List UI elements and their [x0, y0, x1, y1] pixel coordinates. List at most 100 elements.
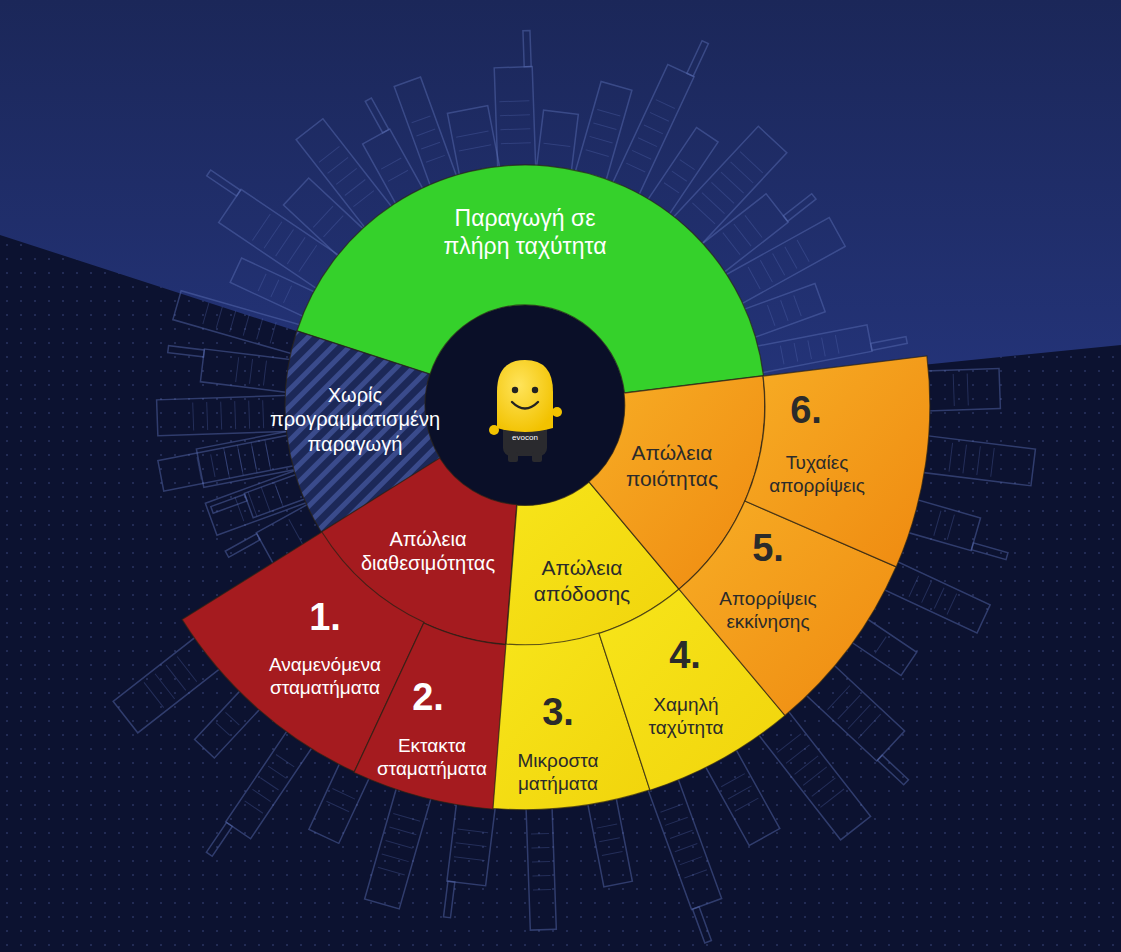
building-floor — [192, 403, 194, 431]
building-floor — [723, 233, 740, 255]
building-wall — [587, 796, 632, 887]
building-wall — [394, 77, 458, 190]
building-floor — [235, 497, 244, 521]
building-floor — [166, 665, 186, 690]
building-floor — [835, 335, 839, 354]
building-floor — [206, 402, 208, 430]
callout-number: 3. — [542, 689, 574, 735]
building-floor — [909, 576, 919, 597]
building-floor — [245, 801, 263, 813]
building-floor — [597, 109, 620, 116]
building-floor — [412, 116, 431, 123]
building-floor — [501, 143, 531, 144]
building-floor — [388, 170, 408, 181]
building-floor — [858, 714, 881, 738]
building-floor — [675, 843, 698, 851]
building-floor — [266, 444, 270, 467]
building-floor — [260, 778, 278, 790]
building-floor — [777, 734, 801, 752]
segment-label: Απώλεια διαθεσιμότητας — [343, 527, 513, 576]
building-floor — [248, 492, 257, 516]
building-floor — [586, 150, 609, 157]
building-floor — [313, 206, 333, 227]
building-floor — [827, 686, 850, 710]
mascot-head — [497, 360, 553, 432]
building-floor — [794, 343, 798, 362]
chimney — [693, 907, 712, 943]
building-floor — [271, 280, 279, 297]
building-floor — [660, 804, 683, 812]
building-floor — [922, 582, 932, 603]
building-floor — [593, 123, 616, 130]
building-outline — [196, 431, 299, 488]
segment-label: Τυχαίες απορρίψεις — [754, 451, 879, 497]
chimney — [365, 98, 389, 133]
logo-text: evocon — [512, 433, 538, 442]
building-floor — [284, 286, 292, 303]
chimney — [523, 31, 531, 67]
mascot-logo — [489, 360, 562, 462]
building-floor — [684, 870, 707, 878]
building-floor — [289, 519, 303, 544]
building-floor — [197, 457, 201, 480]
building-floor — [332, 789, 355, 800]
segment-label: Απώλεια ποιότητας — [613, 440, 731, 491]
building-floor — [531, 847, 549, 849]
building-floor — [224, 448, 230, 478]
building-floor — [808, 340, 812, 359]
building-outline — [394, 77, 458, 190]
building-outline — [345, 97, 425, 207]
building-outline — [882, 560, 990, 632]
building-outline — [587, 796, 632, 887]
building-floor — [382, 854, 409, 862]
building-outline — [574, 81, 632, 184]
building-floor — [264, 222, 282, 249]
building-floor — [820, 789, 844, 807]
building-floor — [664, 183, 679, 193]
building-floor — [230, 311, 236, 332]
building-floor — [760, 260, 772, 282]
mascot-leg — [508, 452, 518, 462]
building-floor — [665, 817, 688, 825]
city-skyline — [113, 31, 1035, 944]
building-floor — [745, 215, 762, 237]
building-floor — [155, 674, 175, 699]
building-floor — [336, 168, 356, 184]
building-floor — [670, 830, 693, 838]
building-outline — [205, 469, 311, 535]
center-hole — [425, 305, 625, 505]
building-floor — [531, 833, 549, 835]
building-floor — [590, 136, 613, 143]
building-floor — [203, 303, 209, 324]
building-floor — [934, 588, 944, 609]
building-floor — [224, 452, 228, 475]
building-outline — [611, 32, 710, 199]
building-floor — [781, 300, 789, 321]
building-floor — [731, 162, 754, 183]
building-wall — [921, 436, 1036, 486]
segment-label: Απώλεια απόδοσης — [526, 555, 638, 606]
building-floor — [803, 767, 827, 785]
loss-cause-segment: 2.Εκτακτα σταματήματα — [352, 621, 508, 811]
chimney — [971, 543, 1008, 560]
building-floor — [711, 182, 734, 203]
building-floor — [947, 515, 954, 540]
building-floor — [456, 131, 488, 137]
building-floor — [258, 274, 266, 291]
callout-number: 5. — [752, 525, 784, 571]
building-floor — [644, 125, 663, 134]
building-floor — [454, 857, 485, 861]
building-floor — [721, 172, 744, 193]
building-floor — [500, 115, 530, 116]
building-floor — [216, 307, 222, 328]
building-floor — [702, 193, 725, 214]
callout-number: 6. — [790, 387, 822, 433]
building-floor — [748, 267, 760, 289]
building-floor — [773, 253, 785, 275]
building-floor — [243, 314, 249, 335]
building-floor — [812, 778, 836, 796]
chimney — [687, 41, 709, 77]
